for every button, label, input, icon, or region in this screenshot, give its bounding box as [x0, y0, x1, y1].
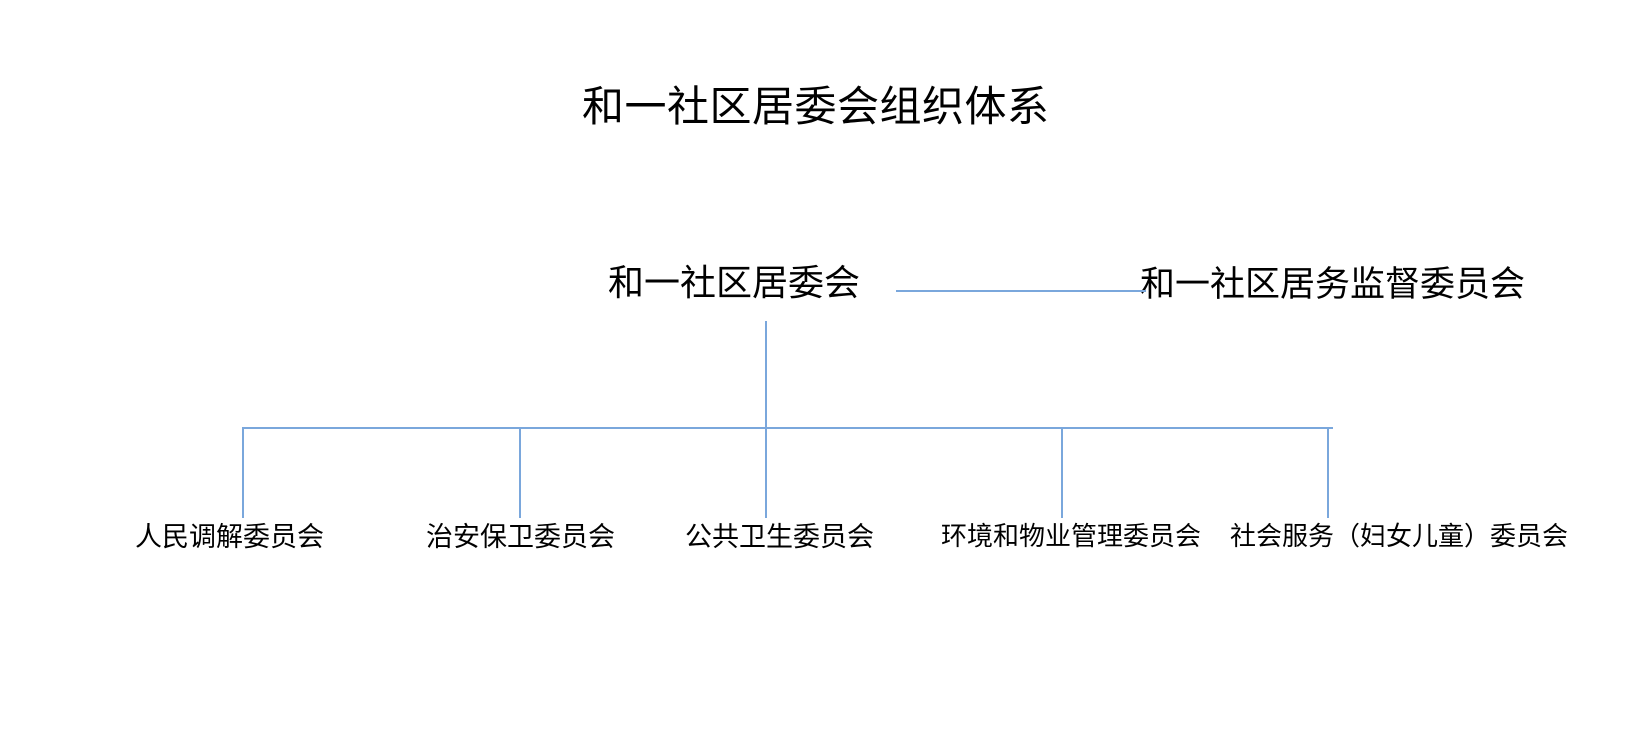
- connector-drop-line-5: [1327, 428, 1329, 518]
- org-node-social-services-committee: 社会服务（妇女儿童）委员会: [1230, 522, 1569, 551]
- connector-rake-horizontal-line: [242, 427, 1333, 429]
- org-node-root: 和一社区居委会: [608, 263, 861, 303]
- connector-drop-line-4: [1061, 428, 1063, 518]
- org-node-environment-property-committee: 环境和物业管理委员会: [941, 522, 1202, 551]
- org-node-supervisory-committee: 和一社区居务监督委员会: [1140, 265, 1526, 304]
- connector-drop-line-2: [519, 428, 521, 518]
- org-node-public-security-committee: 治安保卫委员会: [426, 522, 615, 552]
- connector-drop-line-1: [242, 427, 244, 518]
- connector-root-vertical-line: [765, 321, 767, 518]
- org-node-public-health-committee: 公共卫生委员会: [685, 522, 874, 552]
- chart-title: 和一社区居委会组织体系: [582, 85, 1050, 131]
- org-node-people-mediation-committee: 人民调解委员会: [135, 522, 324, 552]
- connector-root-to-peer-line: [896, 290, 1146, 292]
